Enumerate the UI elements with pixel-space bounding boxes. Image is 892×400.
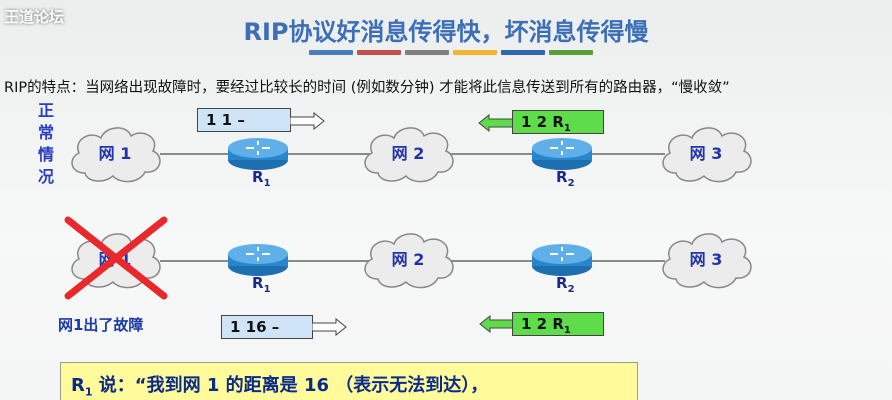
router-icon <box>228 244 288 276</box>
cloud-icon <box>364 233 454 289</box>
routing-table-entry: 1 2 R1 <box>512 110 604 134</box>
cloud-icon <box>662 233 752 289</box>
watermark: 王道论坛 <box>4 8 65 26</box>
arrow-left-icon <box>478 114 513 132</box>
network-label: 网 3 <box>689 250 723 269</box>
callout-prefix: R <box>71 375 85 396</box>
router-icon <box>532 244 592 276</box>
title-color-bar <box>309 50 353 55</box>
network-cloud: 网 2 <box>358 118 458 188</box>
title-color-bar <box>549 50 593 55</box>
routing-table-entry: 1 16 – <box>221 315 313 339</box>
callout-prefix-sub: 1 <box>84 385 93 399</box>
network-cloud: 网 2 <box>358 224 458 294</box>
arrow-right-icon <box>312 318 347 336</box>
arrow-right-icon <box>290 112 325 130</box>
network-cloud: 网 3 <box>656 118 756 188</box>
routing-table-entry: 1 1 – <box>197 108 291 132</box>
router-label: R2 <box>556 274 575 295</box>
router-label: R1 <box>252 274 271 295</box>
title-color-bar <box>405 50 449 55</box>
router-icon <box>532 138 592 170</box>
title-color-bar <box>357 50 401 55</box>
network-cloud: 网 3 <box>656 224 756 294</box>
callout-text: 说：“我到网 1 的距离是 16 （表示无法到达）， <box>92 375 489 396</box>
arrow-left-icon <box>479 315 514 333</box>
cloud-icon <box>71 127 161 183</box>
cloud-icon <box>662 127 752 183</box>
network-cloud: 网 1 <box>65 118 165 188</box>
description-text: RIP的特点：当网络出现故障时，要经过比较长的时间 (例如数分钟) 才能将此信息… <box>4 80 730 96</box>
network-label: 网 3 <box>689 144 723 163</box>
network-label: 网 2 <box>391 144 425 163</box>
network-label: 网 2 <box>391 250 425 269</box>
routing-table-entry: 1 2 R1 <box>512 312 604 336</box>
title-color-bar <box>501 50 545 55</box>
callout-box: R1 说：“我到网 1 的距离是 16 （表示无法到达）， <box>60 362 638 400</box>
network-label: 网 1 <box>98 144 132 163</box>
cloud-icon <box>364 127 454 183</box>
router-icon <box>228 138 288 170</box>
normal-case-label: 正常情况 <box>37 101 54 186</box>
slide-title: RIP协议好消息传得快，坏消息传得慢 <box>243 18 649 46</box>
title-color-bar <box>453 50 497 55</box>
fault-label: 网1出了故障 <box>58 316 144 334</box>
router-label: R1 <box>252 168 271 189</box>
failure-cross-icon <box>64 216 168 300</box>
router-label: R2 <box>556 168 575 189</box>
